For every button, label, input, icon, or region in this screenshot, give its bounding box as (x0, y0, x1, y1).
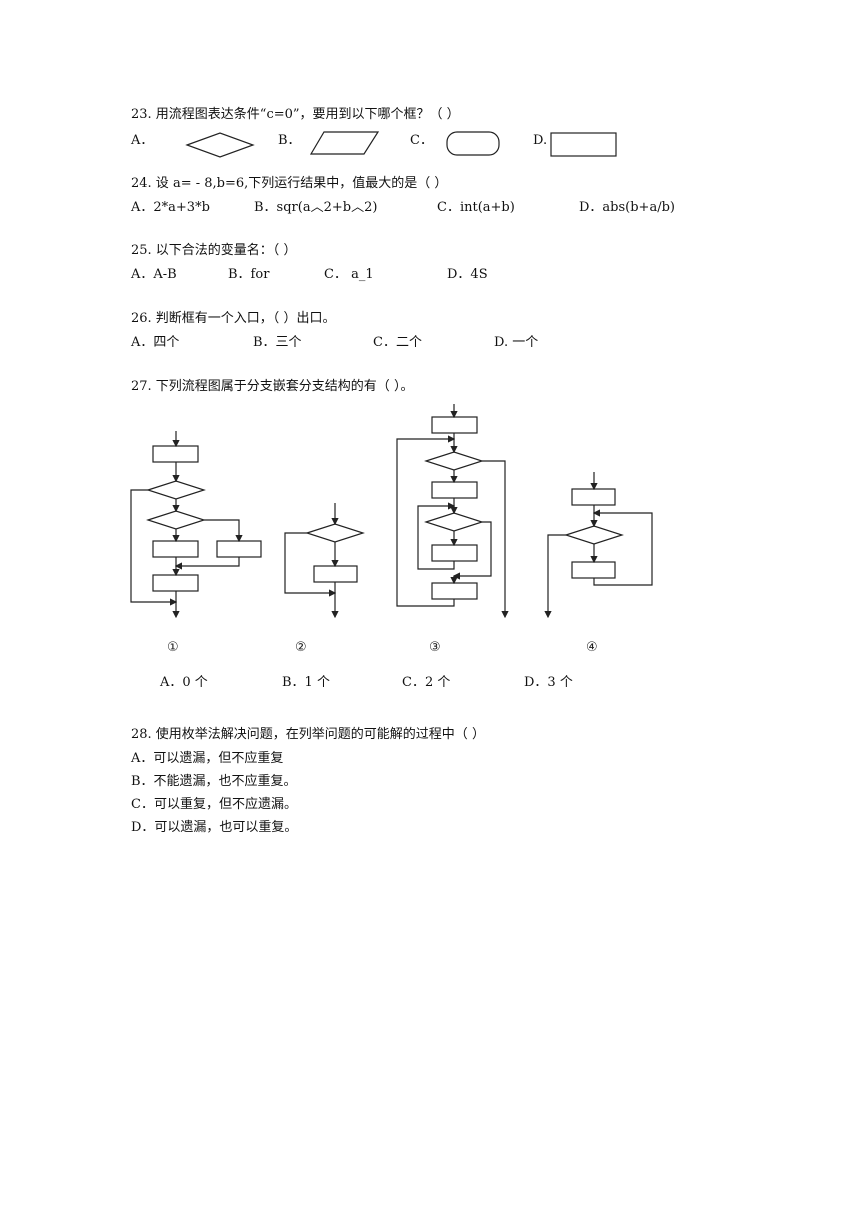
q26-option-c: C．二个 (373, 335, 422, 350)
flowchart-1-process-box (152, 445, 199, 463)
flowchart-1-process-box (152, 574, 199, 592)
q28-option-c: C．可以重复，但不应遗漏。 (131, 797, 297, 812)
flowchart-3-process-box (431, 582, 478, 600)
flowchart-3-decision-outer (424, 451, 484, 471)
flowchart-1-decision-outer (146, 480, 206, 500)
flowchart-3-process-box (431, 416, 478, 434)
q23-option-c-label: C． (410, 133, 433, 148)
q24-option-d: D．abs(b+a/b) (579, 200, 675, 215)
q23-option-b-label: B． (278, 133, 301, 148)
q23-stem: 23. 用流程图表达条件“c=0”，要用到以下哪个框？（ ） (131, 107, 460, 122)
flowchart-4-decision (564, 525, 624, 545)
flowchart-1-process-box (152, 540, 199, 558)
q25-stem: 25. 以下合法的变量名：（ ） (131, 243, 297, 258)
flowchart-3-label: ③ (429, 640, 441, 655)
q27-flowcharts (130, 404, 653, 619)
flowchart-2-process-box (313, 565, 358, 583)
q23-rectangle-shape (550, 132, 617, 157)
flowchart-1-label: ① (167, 640, 179, 655)
flowchart-3-decision-inner (424, 512, 484, 532)
flowchart-3-process-box (431, 544, 478, 562)
flowchart-1-decision-inner (146, 510, 206, 530)
flowchart-2-decision (305, 523, 365, 543)
q26-stem: 26. 判断框有一个入口，（ ）出口。 (131, 311, 336, 326)
q27-option-c: C．2 个 (402, 675, 451, 690)
q23-diamond-shape (185, 132, 255, 158)
q28-option-b: B．不能遗漏，也不应重复。 (131, 774, 297, 789)
flowchart-4-process-box (571, 561, 616, 579)
flowchart-1-process-box (216, 540, 262, 558)
flowchart-4 (544, 472, 653, 619)
q27-stem: 27. 下列流程图属于分支嵌套分支结构的有（ ）。 (131, 379, 414, 394)
q23-rounded-rect-shape (446, 131, 500, 156)
q27-option-b: B．1 个 (282, 675, 330, 690)
q28-stem: 28. 使用枚举法解决问题，在列举问题的可能解的过程中（ ） (131, 727, 485, 742)
q27-option-d: D．3 个 (524, 675, 573, 690)
q28-option-d: D．可以遗漏，也可以重复。 (131, 820, 298, 835)
flowchart-4-label: ④ (586, 640, 598, 655)
q23-parallelogram-shape (309, 131, 380, 155)
q26-option-d: D. 一个 (494, 335, 539, 350)
flowchart-3 (396, 404, 509, 619)
q23-option-d-label: D. (533, 133, 548, 148)
q23-option-a-label: A． (131, 133, 154, 148)
q24-option-c: C．int(a+b) (437, 200, 515, 215)
q24-stem: 24. 设 a= - 8,b=6,下列运行结果中，值最大的是（ ） (131, 176, 448, 191)
q24-option-a: A．2*a+3*b (131, 200, 210, 215)
q26-option-a: A．四个 (131, 335, 180, 350)
q27-option-a: A．0 个 (160, 675, 208, 690)
q25-option-d: D．4S (447, 267, 488, 282)
flowchart-2-label: ② (295, 640, 307, 655)
q25-option-c: C． a_1 (324, 267, 374, 282)
q25-option-b: B．for (228, 267, 270, 282)
q25-option-a: A．A-B (131, 267, 177, 282)
flowchart-3-process-box (431, 481, 478, 499)
q26-option-b: B．三个 (253, 335, 302, 350)
q28-option-a: A．可以遗漏，但不应重复 (131, 751, 284, 766)
flowchart-4-process-box (571, 488, 616, 506)
flowchart-2 (284, 503, 365, 619)
flowchart-1 (130, 431, 262, 619)
q24-option-b: B．sqr(a︿2+b︿2) (254, 200, 378, 215)
